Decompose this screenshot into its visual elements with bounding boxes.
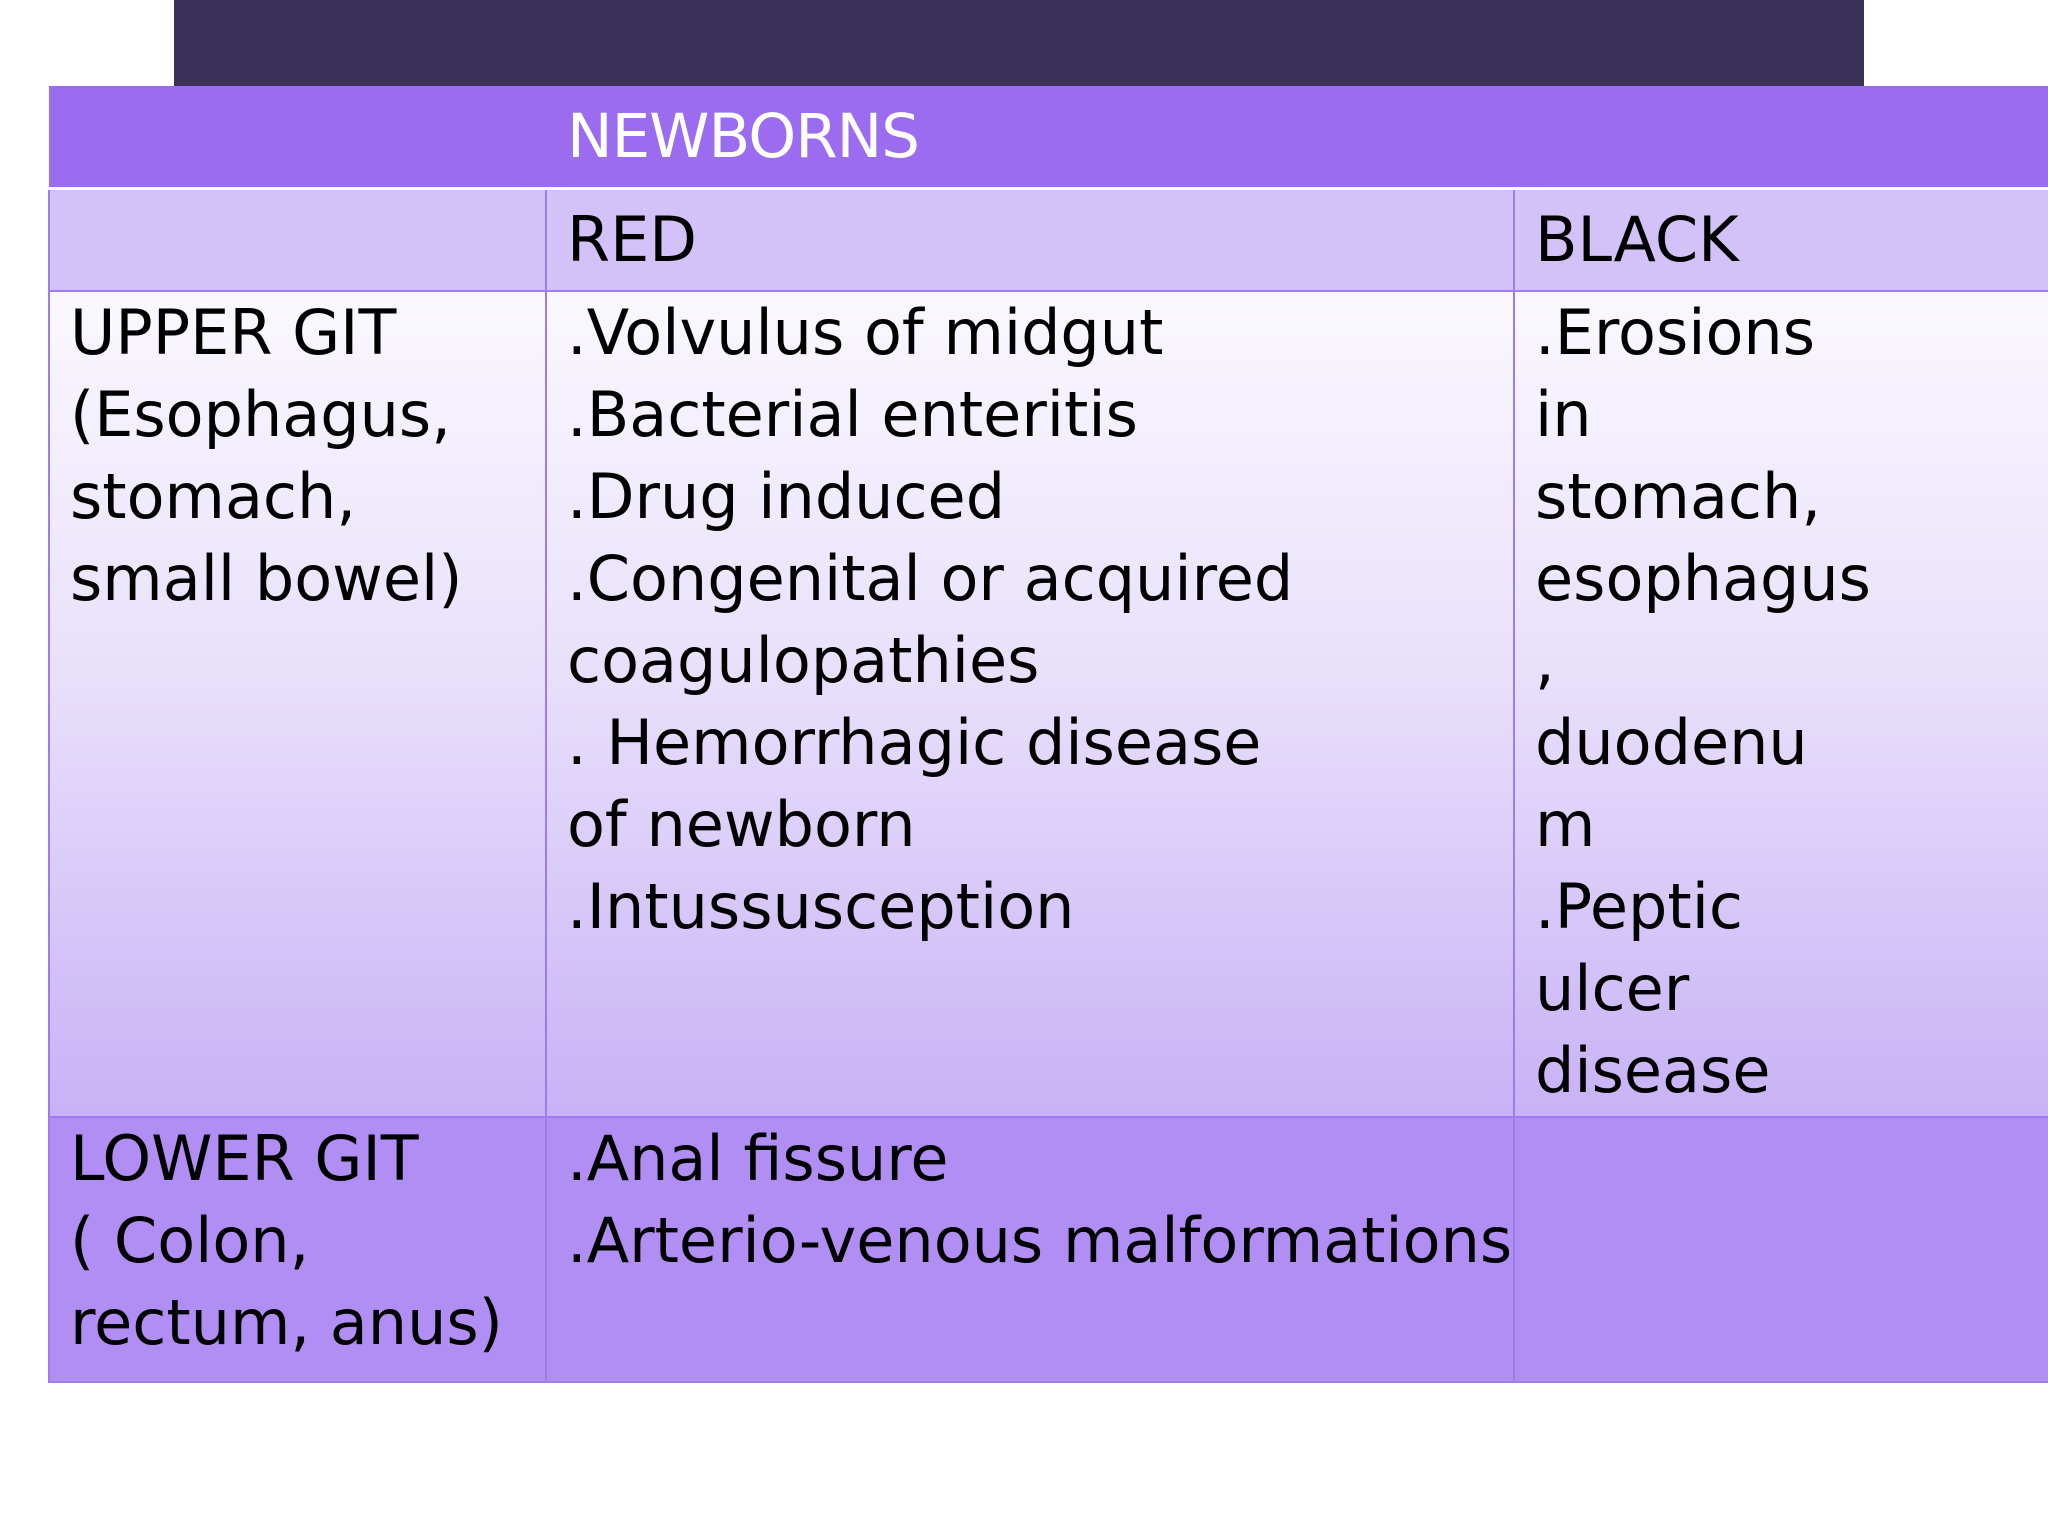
- upper-git-label-line: (Esophagus,: [70, 378, 451, 451]
- newborns-table: NEWBORNS RED BLACK UPPER GIT (Esophagus,…: [48, 86, 2048, 1383]
- upper-git-label-line: UPPER GIT: [70, 296, 397, 369]
- lower-git-label-cell: LOWER GIT ( Colon, rectum, anus): [48, 1116, 547, 1383]
- upper-black-item: .Peptic: [1535, 870, 1744, 943]
- lower-git-label-line: rectum, anus): [70, 1286, 503, 1359]
- upper-black-item: m: [1535, 788, 1596, 861]
- upper-red-item: . Hemorrhagic disease: [567, 706, 1262, 779]
- lower-red-item: .Anal fissure: [567, 1122, 949, 1195]
- upper-black-item: disease: [1535, 1034, 1771, 1107]
- upper-black-item: esophagus: [1535, 542, 1871, 615]
- upper-red-item: coagulopathies: [567, 624, 1040, 697]
- upper-black-item: in: [1535, 378, 1592, 451]
- lower-git-red-cell: .Anal fissure .Arterio-venous malformati…: [545, 1116, 1515, 1383]
- lower-red-item: .Arterio-venous malformations: [567, 1204, 1513, 1277]
- upper-git-label-line: small bowel): [70, 542, 463, 615]
- header-cell-red: RED: [545, 187, 1515, 292]
- upper-git-label-cell: UPPER GIT (Esophagus, stomach, small bow…: [48, 290, 547, 1118]
- header-cell-black: BLACK: [1512, 187, 2048, 292]
- upper-git-black-cell: .Erosions in stomach, esophagus , duoden…: [1512, 290, 2048, 1118]
- upper-git-red-cell: .Volvulus of midgut .Bacterial enteritis…: [545, 290, 1515, 1118]
- upper-black-item: .Erosions: [1535, 296, 1815, 369]
- table-row-lower-git: LOWER GIT ( Colon, rectum, anus) .Anal f…: [48, 1116, 2048, 1383]
- upper-black-item: stomach,: [1535, 460, 1822, 533]
- table-row-upper-git: UPPER GIT (Esophagus, stomach, small bow…: [48, 290, 2048, 1118]
- upper-black-item: ,: [1535, 624, 1555, 697]
- top-bar: [174, 0, 1864, 86]
- upper-git-label-line: stomach,: [70, 460, 357, 533]
- lower-git-label-line: LOWER GIT: [70, 1122, 419, 1195]
- upper-red-item: .Intussusception: [567, 870, 1075, 943]
- table-title-row: NEWBORNS: [49, 86, 2048, 190]
- upper-red-item: .Volvulus of midgut: [567, 296, 1164, 369]
- upper-black-item: ulcer: [1535, 952, 1690, 1025]
- table-title-cell: NEWBORNS: [49, 86, 2048, 190]
- upper-red-item: .Bacterial enteritis: [567, 378, 1138, 451]
- upper-red-item: .Drug induced: [567, 460, 1006, 533]
- lower-git-black-cell: [1512, 1116, 2048, 1383]
- table-title: NEWBORNS: [567, 101, 920, 172]
- header-cell-empty: [48, 187, 547, 292]
- upper-red-item: of newborn: [567, 788, 916, 861]
- table-header-row: RED BLACK: [48, 187, 2048, 292]
- upper-red-item: .Congenital or acquired: [567, 542, 1294, 615]
- upper-black-item: duodenu: [1535, 706, 1808, 779]
- lower-git-label-line: ( Colon,: [70, 1204, 310, 1277]
